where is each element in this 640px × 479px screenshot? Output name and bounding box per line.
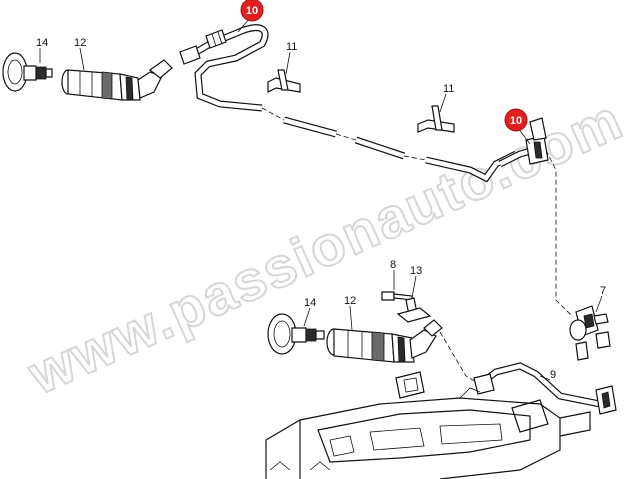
callout-10-right-text: 10: [510, 115, 522, 127]
label-9: 9: [550, 369, 556, 381]
callout-10-top-text: 10: [246, 5, 258, 17]
part-10-right-hose: [498, 117, 549, 168]
part-8-screw: [381, 291, 413, 301]
part-10-top-hose: [179, 24, 269, 112]
part-9-lower-hose: [473, 362, 617, 415]
part-7-valve: [569, 305, 611, 361]
label-8: 8: [390, 259, 396, 271]
dashed-connection: [545, 149, 573, 317]
label-14-top: 14: [36, 37, 48, 49]
label-12-top: 12: [74, 37, 86, 49]
part-11-left-clip: [267, 69, 301, 93]
label-14-bottom: 14: [304, 297, 316, 309]
callout-10-right: 10: [504, 108, 528, 132]
dashed-connection-lower: [439, 331, 477, 383]
label-13: 13: [410, 265, 422, 277]
part-12-bottom-nozzle-body: [326, 319, 443, 363]
label-11-right: 11: [443, 83, 454, 95]
label-12-bottom: 12: [344, 295, 356, 307]
part-13-bracket: [396, 297, 432, 323]
part-14-bottom-nozzle-cap: [267, 313, 325, 355]
part-11-right-clip: [417, 105, 455, 133]
callout-10-top: 10: [240, 0, 264, 22]
part-12-top-nozzle-body: [61, 59, 173, 101]
label-7: 7: [600, 285, 606, 297]
label-11-left: 11: [286, 41, 297, 53]
part-14-top-nozzle-cap: [2, 52, 53, 92]
subframe: [265, 371, 591, 479]
